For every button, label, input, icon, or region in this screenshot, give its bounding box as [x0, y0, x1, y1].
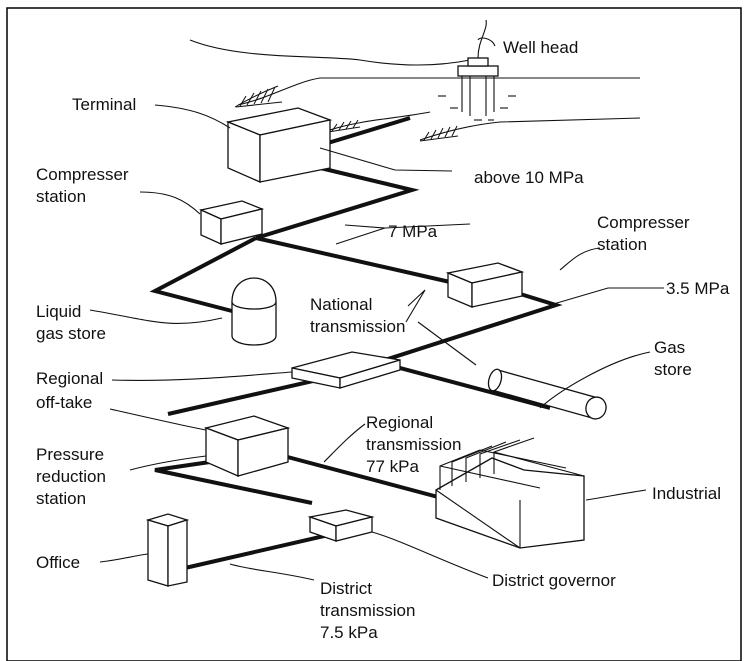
label-regional-trans-line1: Regional: [366, 413, 433, 432]
label-district-trans-line2: transmission: [320, 601, 415, 620]
label-district-trans-line3: 7.5 kPa: [320, 623, 378, 642]
label-compresser-2-line1: Compresser: [597, 213, 690, 232]
label-regional-trans-line3: 77 kPa: [366, 457, 419, 476]
bank-hatch-right: [419, 125, 459, 142]
label-national-line2: transmission: [310, 317, 405, 336]
terminal-box: [225, 107, 333, 183]
regional-off-take-plate: [291, 351, 401, 389]
pressure-reduction-box: [203, 415, 291, 477]
label-liquid-line2: gas store: [36, 324, 106, 343]
label-pressure-line3: station: [36, 489, 86, 508]
label-pressure-line1: Pressure: [36, 445, 104, 464]
label-regional-offtake-line2: off-take: [36, 393, 92, 412]
compresser-station-1-box: [198, 200, 265, 246]
label-district-governor: District governor: [492, 571, 616, 590]
diagram-frame: [6, 7, 742, 661]
district-governor-box: [307, 509, 375, 542]
label-national-line1: National: [310, 295, 372, 314]
label-liquid-line1: Liquid: [36, 302, 81, 321]
label-compresser-1-line1: Compresser: [36, 165, 129, 184]
label-7-mpa: 7 MPa: [388, 222, 438, 241]
label-district-trans-line1: District: [320, 579, 372, 598]
bank-hatch-left: [234, 85, 283, 108]
label-compresser-1-line2: station: [36, 187, 86, 206]
compresser-station-2-box: [445, 262, 525, 308]
well-head-platform: [438, 19, 516, 121]
bank-hatch-middle: [327, 119, 361, 133]
label-regional-trans-line2: transmission: [366, 435, 461, 454]
label-3-5-mpa: 3.5 MPa: [666, 279, 730, 298]
gas-store-cylinder: [487, 368, 607, 420]
label-office: Office: [36, 553, 80, 572]
liquid-gas-store-tank: [231, 277, 277, 346]
leader-lines: [89, 37, 664, 581]
label-pressure-line2: reduction: [36, 467, 106, 486]
label-well-head: Well head: [503, 38, 578, 57]
office-tower: [145, 513, 190, 587]
label-terminal: Terminal: [72, 95, 136, 114]
label-above-10-mpa: above 10 MPa: [474, 168, 584, 187]
industrial-building: [435, 437, 585, 549]
label-gas-store-line2: store: [654, 360, 692, 379]
label-gas-store-line1: Gas: [654, 338, 685, 357]
labels: Well head Terminal above 10 MPa Compress…: [36, 38, 730, 642]
label-compresser-2-line2: station: [597, 235, 647, 254]
label-regional-offtake-line1: Regional: [36, 369, 103, 388]
coastline: [189, 39, 641, 142]
label-industrial: Industrial: [652, 484, 721, 503]
